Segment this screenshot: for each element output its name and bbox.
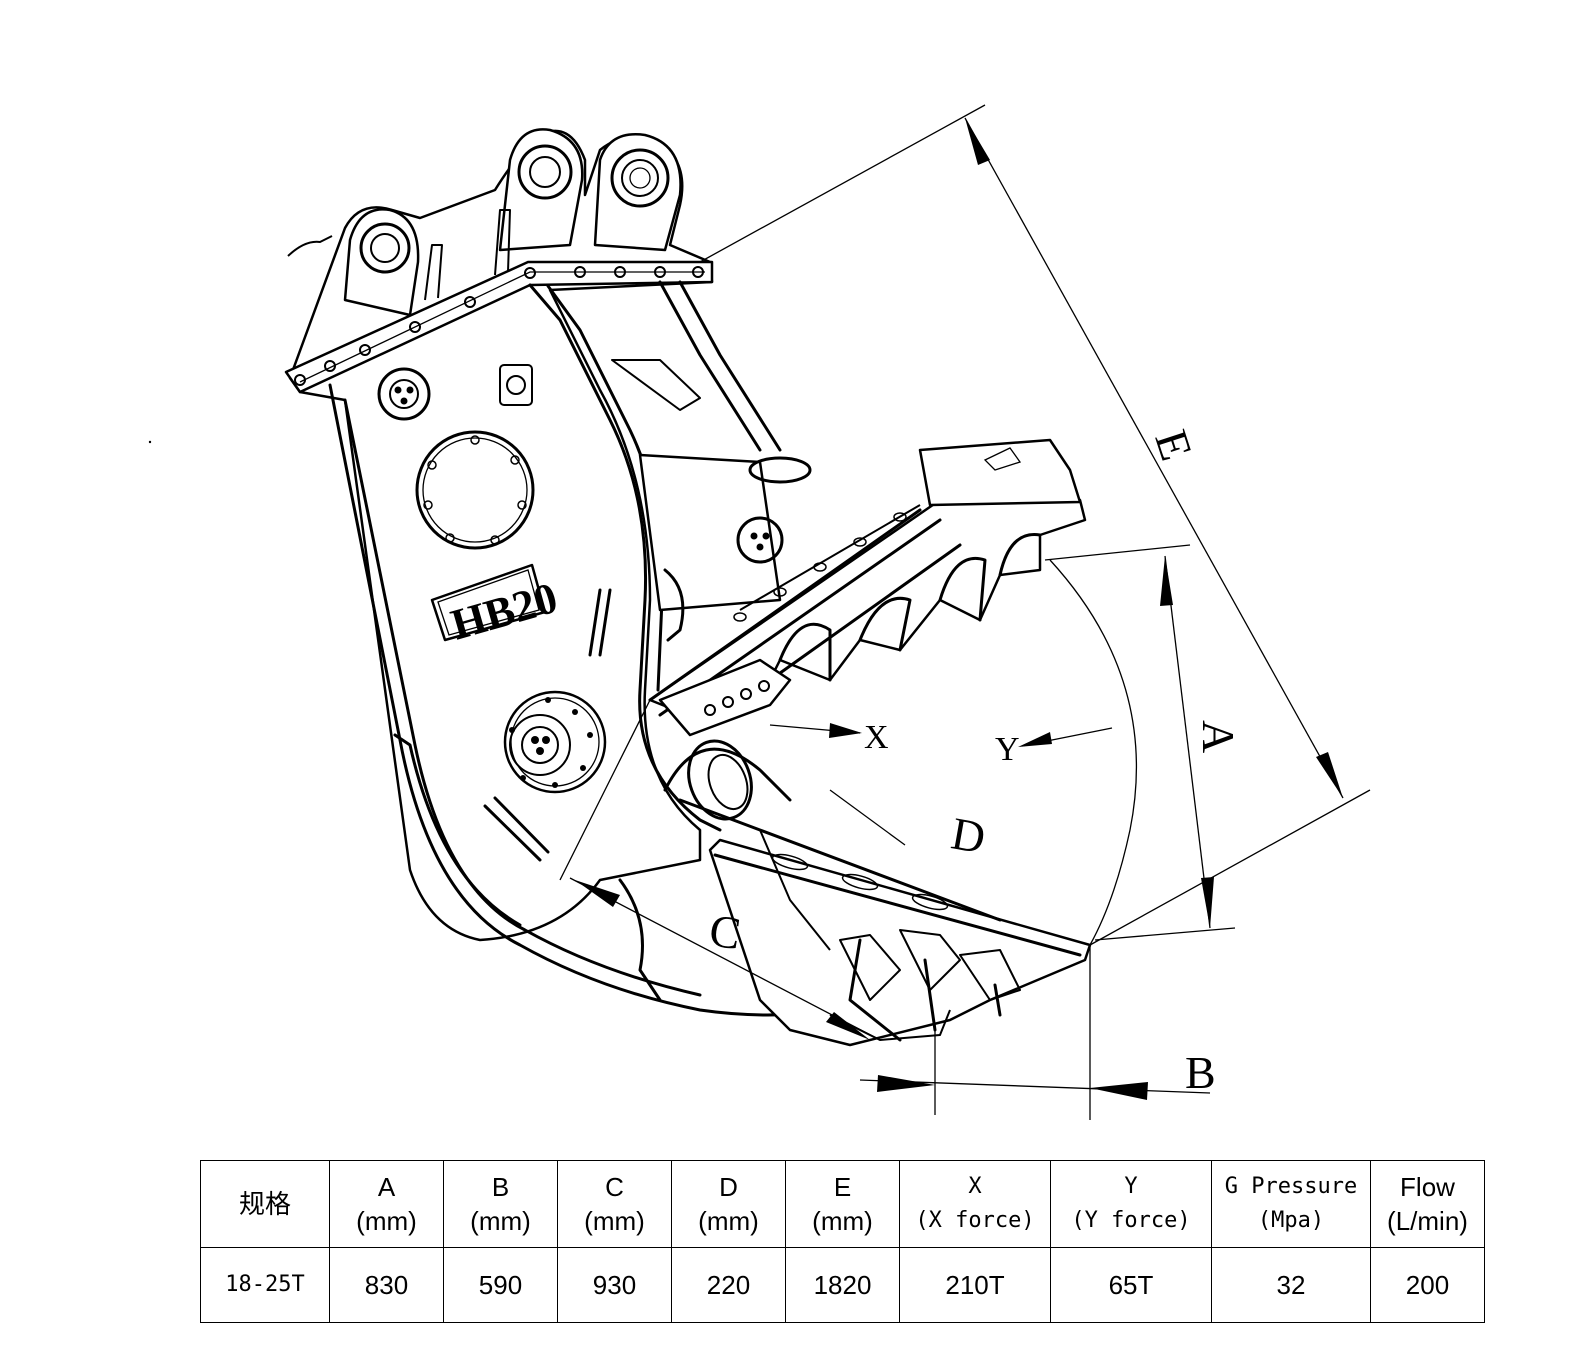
- slot-lower: [483, 804, 542, 862]
- cell-Y: 65T: [1050, 1247, 1212, 1323]
- slot-upper: [588, 588, 602, 657]
- cell-pressure: 32: [1211, 1247, 1371, 1323]
- header-pressure: G Pressure(Mpa): [1211, 1160, 1371, 1248]
- port-upper: [377, 367, 431, 421]
- label-E: E: [1145, 424, 1202, 466]
- label-B: B: [1185, 1047, 1216, 1098]
- spec-value-row: 18-25T 830 590 930 220 1820 210T 65T 32 …: [200, 1247, 1485, 1323]
- lower-jaw: [618, 739, 1092, 1047]
- cell-E: 1820: [785, 1247, 900, 1323]
- header-D: D(mm): [671, 1160, 786, 1248]
- label-C: C: [706, 904, 743, 959]
- pivot-hub: [503, 690, 607, 794]
- cell-C: 930: [557, 1247, 672, 1323]
- cell-D: 220: [671, 1247, 786, 1323]
- label-Y: Y: [995, 731, 1020, 768]
- header-spec: 规格: [200, 1160, 330, 1248]
- label-D: D: [948, 807, 990, 863]
- cell-flow: 200: [1370, 1247, 1485, 1323]
- header-flow: Flow(L/min): [1370, 1160, 1485, 1248]
- label-A: A: [1193, 720, 1244, 753]
- lug-right: [593, 133, 682, 252]
- header-C: C(mm): [557, 1160, 672, 1248]
- top-bolts: [294, 266, 704, 386]
- header-Y: Y(Y force): [1050, 1160, 1212, 1248]
- cell-spec: 18-25T: [200, 1247, 330, 1323]
- header-A: A(mm): [329, 1160, 444, 1248]
- upper-jaw: [648, 438, 1087, 737]
- upper-jaw-tip: [918, 438, 1082, 507]
- spec-table: 规格 A(mm) B(mm) C(mm) D(mm) E(mm) X(X for…: [200, 1160, 1485, 1323]
- port-fitting: [499, 364, 533, 406]
- cylinder-body: [638, 453, 782, 612]
- round-cover: [415, 430, 535, 550]
- cell-B: 590: [443, 1247, 558, 1323]
- cell-X: 210T: [899, 1247, 1051, 1323]
- cell-A: 830: [329, 1247, 444, 1323]
- stray-dot: [148, 440, 152, 444]
- stray-line: [287, 235, 333, 257]
- main-body: HB20: [284, 128, 832, 1017]
- label-X: X: [864, 719, 889, 756]
- header-E: E(mm): [785, 1160, 900, 1248]
- spec-header-row: 规格 A(mm) B(mm) C(mm) D(mm) E(mm) X(X for…: [200, 1160, 1485, 1248]
- header-X: X(X force): [899, 1160, 1051, 1248]
- header-B: B(mm): [443, 1160, 558, 1248]
